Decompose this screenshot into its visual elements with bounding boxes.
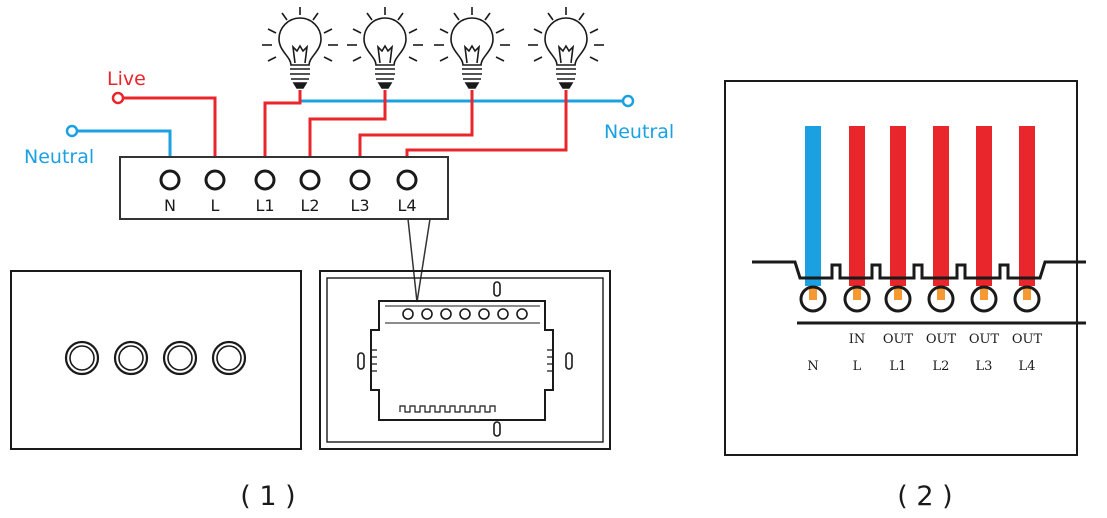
switch-back-panel [319, 270, 611, 450]
switch-front-panel [10, 270, 302, 450]
terminal-label-n: N [164, 196, 176, 215]
detail-top-label-l4: OUT [1012, 332, 1043, 347]
detail-wire-n [805, 126, 821, 286]
figure-2-caption: ( 2 ) [897, 481, 952, 512]
detail-top-label-l: IN [849, 332, 866, 347]
terminal-label-l4: L4 [397, 196, 416, 215]
mount-slot-left [357, 352, 365, 370]
touch-buttons [64, 340, 247, 376]
detail-screws [799, 285, 1041, 313]
detail-bottom-label-n: N [807, 359, 818, 374]
terminal-screw-l1 [254, 169, 276, 191]
terminal-label-l3: L3 [350, 196, 369, 215]
live-wire [118, 96, 217, 170]
terminal-screw-n [159, 169, 181, 191]
detail-wires [805, 126, 1035, 286]
touch-button-4 [211, 340, 247, 376]
figure-1: Live Neutral Neutral N L L1 L2 L3 L4 [10, 7, 674, 512]
mount-slot-right [565, 352, 573, 370]
load-wire-l3 [358, 90, 474, 170]
terminal-screw-l2 [299, 169, 321, 191]
detail-wire-l1 [890, 126, 906, 286]
terminal-label-l2: L2 [300, 196, 319, 215]
bulb-icon [434, 7, 510, 89]
terminal-label-l1: L1 [255, 196, 274, 215]
mount-slot-top [493, 281, 501, 297]
detail-wire-l3 [976, 126, 992, 286]
back-terminal-holes [402, 308, 528, 320]
figure-2: IN OUT OUT OUT OUT N L L1 L2 L3 L4 ( 2 ) [724, 80, 1086, 512]
terminal-screw-l4 [396, 169, 418, 191]
clamp-profile [752, 260, 1086, 280]
bulbs [262, 7, 604, 89]
live-label: Live [107, 68, 146, 90]
detail-pins [809, 286, 1031, 300]
detail-bottom-label-l3: L3 [976, 359, 993, 374]
figure-1-caption: ( 1 ) [240, 481, 295, 512]
load-wire-l1 [263, 90, 302, 170]
neutral-left-terminal-icon [65, 124, 79, 138]
detail-bottom-label-l: L [853, 359, 862, 374]
detail-bottom-label-l1: L1 [890, 359, 907, 374]
detail-wire-l [849, 126, 865, 286]
detail-wire-l2 [933, 126, 949, 286]
bulb-icon [347, 7, 423, 89]
neutral-right-label: Neutral [604, 121, 674, 143]
callout-lines [407, 218, 431, 303]
live-terminal-icon [111, 91, 125, 105]
terminal-screws [159, 169, 418, 191]
detail-bottom-label-l4: L4 [1019, 359, 1036, 374]
mount-slot-bottom [493, 421, 501, 437]
detail-top-label-l2: OUT [926, 332, 957, 347]
detail-top-label-l1: OUT [883, 332, 914, 347]
bulb-icon [528, 7, 604, 89]
touch-button-2 [113, 340, 149, 376]
detail-top-label-l3: OUT [969, 332, 1000, 347]
terminal-label-l: L [211, 196, 220, 215]
terminal-screw-l3 [349, 169, 371, 191]
load-wire-l2 [308, 90, 387, 170]
touch-button-1 [64, 340, 100, 376]
bulb-icon [262, 7, 338, 89]
touch-button-3 [162, 340, 198, 376]
neutral-left-label: Neutral [24, 146, 94, 168]
neutral-right-terminal-icon [621, 94, 635, 108]
detail-bottom-label-l2: L2 [933, 359, 950, 374]
detail-wire-l4 [1019, 126, 1035, 286]
terminal-screw-l [204, 169, 226, 191]
